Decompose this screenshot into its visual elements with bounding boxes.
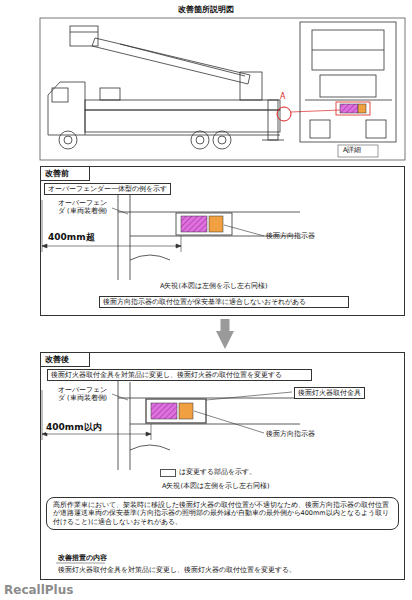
drawing-path bbox=[130, 255, 170, 260]
part-label: オーバーフェンダ (車両装着側) bbox=[58, 199, 110, 215]
text-box: 後面方向指示器の取付位置が保安基準に適合しないおそれがある bbox=[99, 296, 349, 308]
note-box: 高所作業車において、架装時に移設した後面灯火器の取付位置が不適切なため、後面方向… bbox=[46, 497, 399, 530]
diagram-title: 改善箇所説明図 bbox=[0, 5, 412, 15]
drawing-rect bbox=[181, 216, 207, 232]
drawing-line bbox=[130, 186, 131, 280]
box-text: 後面方向指示器の取付位置が保安基準に適合しないおそれがある bbox=[103, 298, 345, 306]
drawing-rect bbox=[70, 26, 98, 46]
drawing-line bbox=[42, 434, 151, 435]
drawing-line bbox=[112, 208, 128, 214]
drawing-line bbox=[305, 100, 392, 101]
drawing-rect bbox=[338, 145, 378, 157]
drawing-line bbox=[85, 135, 280, 136]
drawing-rect bbox=[209, 216, 223, 232]
box-text: 高所作業車において、架装時に移設した後面灯火器の取付位置が不適切なため、後面方向… bbox=[53, 501, 392, 526]
part-label: 改善措置の内容 bbox=[58, 554, 107, 562]
drawing-rect bbox=[320, 75, 376, 97]
drawing-rect bbox=[40, 18, 405, 160]
drawing-circle bbox=[213, 131, 231, 149]
drawing-circle bbox=[196, 136, 204, 144]
box-text: 後面灯火器取付金具を対策品に変更し、後面灯火器の取付位置を変更する bbox=[51, 371, 308, 379]
part-label: A矢視(本図は左側を示し左右同様) bbox=[160, 282, 268, 290]
drawing-rect bbox=[340, 104, 358, 113]
drawing-g bbox=[300, 22, 396, 142]
drawing-rect bbox=[151, 403, 177, 419]
legend-swatch bbox=[160, 469, 176, 477]
drawing-rect bbox=[366, 120, 386, 138]
part-label: オーバーフェンダ (車両装着側) bbox=[58, 386, 110, 402]
drawing-line bbox=[42, 200, 43, 252]
drawing-path bbox=[92, 38, 250, 84]
drawing-circle bbox=[218, 136, 226, 144]
drawing-circle bbox=[191, 131, 209, 149]
drawing-line bbox=[56, 563, 105, 564]
part-label: A矢視(本図は左側を示し左右同様) bbox=[162, 482, 270, 490]
drawing-rect bbox=[300, 22, 396, 142]
drawing-line bbox=[194, 411, 264, 433]
drawing-line bbox=[70, 32, 98, 33]
drawing-line bbox=[291, 110, 340, 112]
drawing-rect bbox=[240, 72, 262, 100]
drawing-line bbox=[151, 424, 152, 440]
part-label: 後面灯火器取付金具を対策品に変更し、後面灯火器の取付位置を変更する。 bbox=[58, 566, 296, 574]
panel-box: 改善前オーバーフェンダー一体型の例を示す後面方向指示器の取付位置が保安基準に適合… bbox=[40, 166, 405, 316]
drawing-line bbox=[118, 212, 300, 213]
drawing-circle bbox=[64, 136, 72, 144]
drawing-line bbox=[206, 392, 292, 400]
drawing-path bbox=[48, 82, 85, 135]
drawing-line bbox=[112, 394, 128, 400]
drawing-line bbox=[181, 236, 182, 252]
drawing-line bbox=[42, 390, 43, 440]
text-box: 後面灯火器取付金具 bbox=[294, 387, 365, 399]
panel-heading: 改善前 bbox=[41, 167, 90, 181]
part-label: A詳細 bbox=[343, 146, 361, 154]
panel-heading: 改善後 bbox=[41, 353, 90, 367]
drawing-rect bbox=[268, 100, 278, 140]
drawing-path bbox=[42, 244, 181, 248]
box-text: オーバーフェンダー一体型の例を示す bbox=[48, 185, 167, 193]
drawing-rect bbox=[85, 110, 280, 132]
drawing-rect bbox=[358, 104, 366, 113]
drawing-rect bbox=[176, 213, 232, 235]
drawing-line bbox=[224, 225, 264, 236]
dimension-label: 400mm以内 bbox=[46, 422, 102, 433]
part-label: A bbox=[280, 92, 285, 102]
drawing-rect bbox=[179, 403, 193, 419]
dimension-label: 400mm超 bbox=[48, 232, 95, 243]
drawing-rect bbox=[310, 120, 330, 138]
drawing-line bbox=[312, 50, 384, 51]
drawing-rect bbox=[52, 88, 68, 102]
text-box: 後面灯火器取付金具を対策品に変更し、後面灯火器の取付位置を変更する bbox=[47, 369, 312, 381]
legend-text: は変更する部品を示す。 bbox=[179, 468, 256, 477]
drawing-line bbox=[130, 382, 131, 470]
drawing-line bbox=[42, 246, 181, 247]
drawing-circle bbox=[277, 107, 291, 121]
drawing-g bbox=[42, 200, 264, 252]
drawing-line bbox=[118, 372, 119, 470]
drawing-line bbox=[262, 140, 284, 141]
drawing-rect bbox=[100, 88, 120, 100]
block-arrow bbox=[221, 319, 230, 340]
drawing-rect bbox=[312, 30, 384, 70]
part-label: 後面方向指示器 bbox=[266, 232, 315, 240]
drawing-rect bbox=[85, 100, 280, 110]
drawing-rect bbox=[146, 399, 206, 423]
text-box: オーバーフェンダー一体型の例を示す bbox=[44, 183, 171, 195]
drawing-g bbox=[118, 372, 300, 470]
legend-row: は変更する部品を示す。 bbox=[160, 468, 256, 477]
box-text: 後面灯火器取付金具 bbox=[298, 389, 361, 397]
watermark: RecallPlus bbox=[4, 583, 73, 598]
drawing-g bbox=[48, 26, 284, 149]
drawing-circle bbox=[59, 131, 77, 149]
drawing-line bbox=[120, 44, 245, 76]
drawing-rect bbox=[336, 102, 370, 115]
drawing-path bbox=[130, 445, 170, 450]
part-label: 後面方向指示器 bbox=[266, 430, 315, 438]
drawing-line bbox=[118, 186, 119, 280]
